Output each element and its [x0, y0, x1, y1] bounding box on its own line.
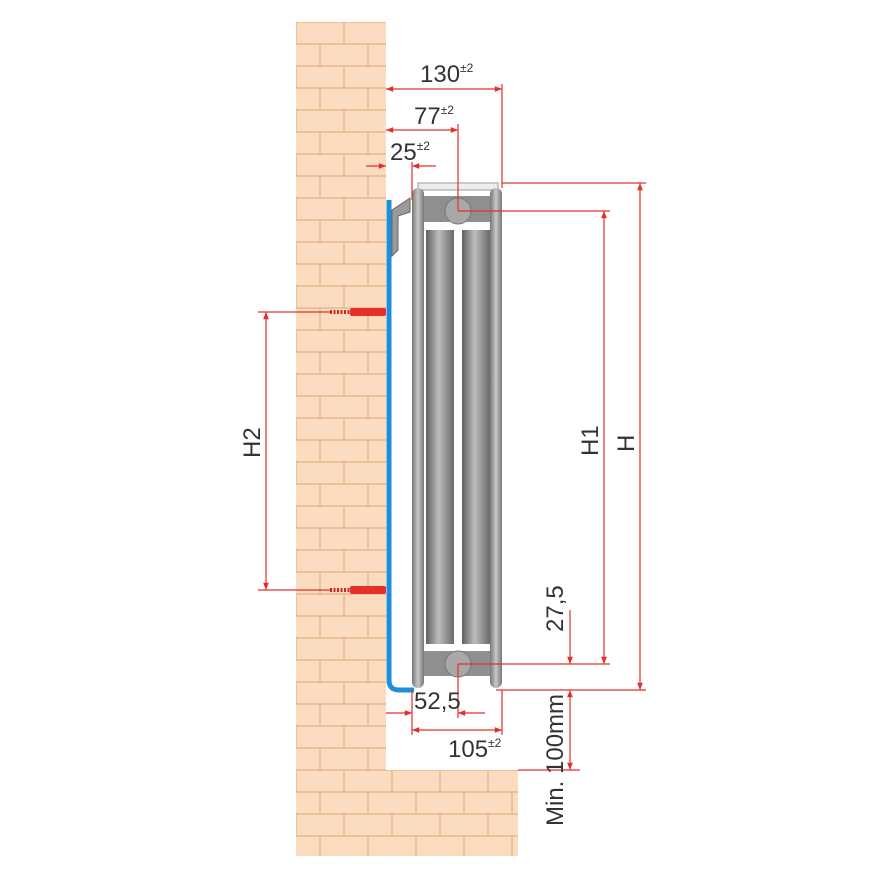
- height-H2-label: H2: [239, 427, 266, 458]
- height-H-label: H: [613, 435, 640, 452]
- dim-105-label: 105±2: [448, 736, 502, 763]
- dimension-lines: [258, 84, 646, 771]
- bracket-hook: [391, 197, 411, 258]
- dim-52-5-label: 52,5: [414, 688, 461, 715]
- dim-130-label: 130±2: [420, 61, 474, 88]
- dim-27-5-label: 27,5: [542, 585, 569, 632]
- dim-77-label: 77±2: [414, 103, 454, 130]
- min-floor-clearance-label: Min. 100mm: [542, 694, 569, 826]
- wall-dowel-bottom: [330, 586, 386, 594]
- radiator-section: [412, 182, 502, 688]
- dim-25-label: 25±2: [390, 139, 430, 166]
- wall-bracket: [386, 200, 414, 693]
- wall-dowel-top: [330, 308, 386, 316]
- brick-wall: [296, 22, 518, 856]
- height-H1-label: H1: [577, 425, 604, 456]
